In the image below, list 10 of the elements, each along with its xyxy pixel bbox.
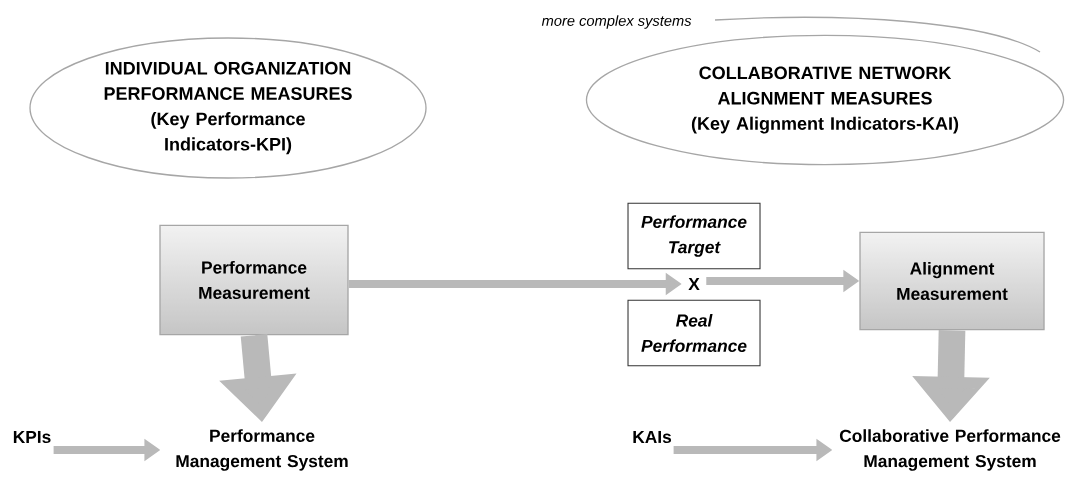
node-label: X <box>688 278 700 290</box>
callout-box: Alignment Measurement <box>859 231 1045 331</box>
callout-box: Performance Measurement <box>159 224 349 336</box>
caption-text: more complex systems <box>541 15 692 29</box>
node-label: Performance Management System <box>176 429 348 471</box>
process-box: Performance Target <box>627 202 761 270</box>
process-box: Real Performance <box>627 299 761 367</box>
node-label: KAIs <box>633 430 672 444</box>
node-label: Collaborative Performance Management System <box>839 429 1061 471</box>
node-label: KPIs <box>13 430 51 444</box>
